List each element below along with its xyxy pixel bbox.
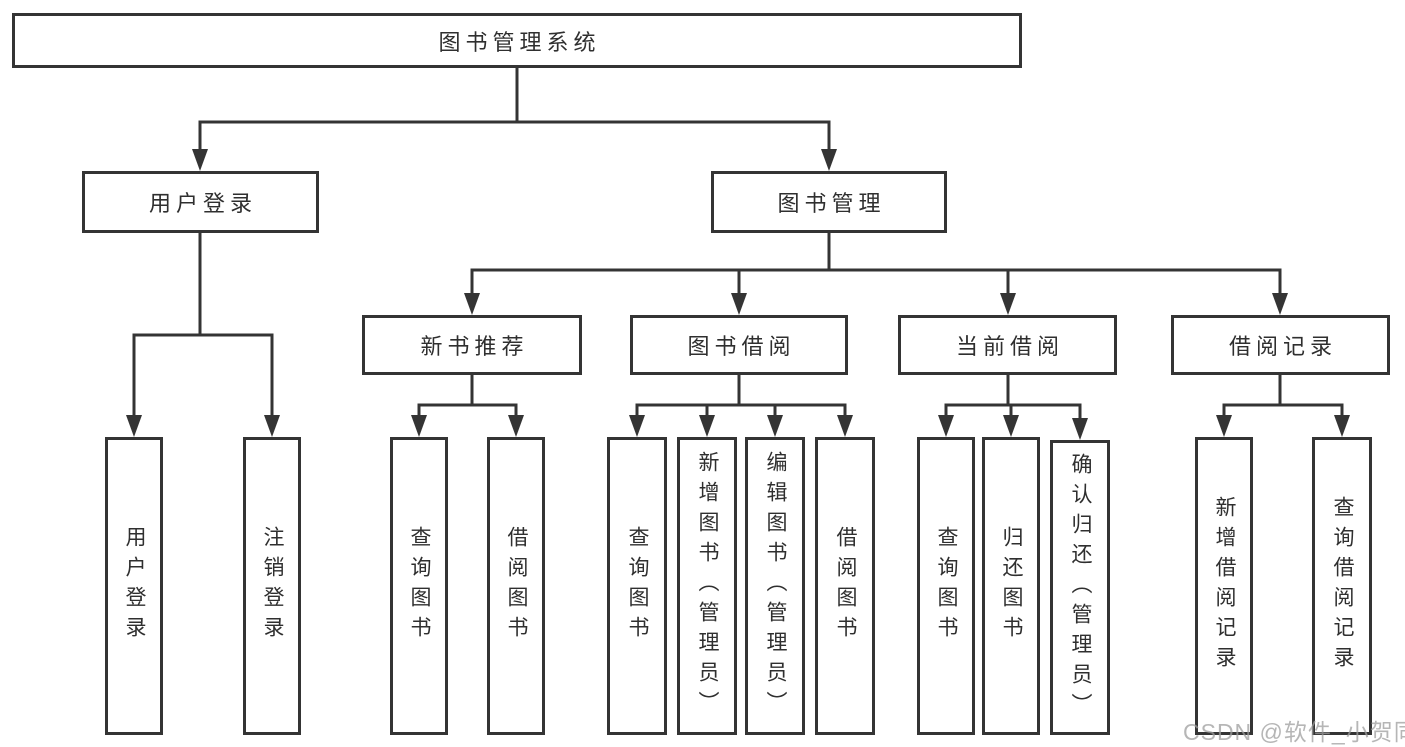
- leaf-return-books-label: 归还图书: [1000, 526, 1023, 646]
- connector-recommend-branch: [411, 375, 524, 437]
- connector-borrow-branch: [629, 375, 853, 437]
- leaf-query-borrow-record: 查询借阅记录: [1312, 437, 1372, 735]
- node-root-label: 图书管理系统: [438, 29, 601, 55]
- leaf-user-login-label: 用户登录: [123, 526, 146, 646]
- node-book-borrowing: 图书借阅: [630, 315, 848, 375]
- arrow-down-icon: [126, 415, 142, 437]
- connector-records-branch: [1216, 375, 1350, 437]
- leaf-confirm-return-admin: 确认归还（管理员）: [1050, 440, 1110, 735]
- arrow-down-icon: [629, 415, 645, 437]
- leaf-borrow-query-books: 查询图书: [607, 437, 667, 735]
- leaf-query-borrow-record-label: 查询借阅记录: [1331, 496, 1354, 676]
- node-borrowing-records: 借阅记录: [1171, 315, 1390, 375]
- arrow-down-icon: [837, 415, 853, 437]
- node-book-management: 图书管理: [711, 171, 947, 233]
- leaf-borrow-books-label: 借阅图书: [834, 526, 857, 646]
- connector-login-branch: [126, 233, 280, 437]
- csdn-watermark: CSDN @软件_小贺同学: [1183, 719, 1405, 745]
- leaf-recommend-query-books-label: 查询图书: [408, 526, 431, 646]
- node-user-login-label: 用户登录: [148, 191, 257, 216]
- leaf-recommend-query-books: 查询图书: [390, 437, 448, 735]
- leaf-add-books-admin-label: 新增图书（管理员）: [696, 451, 719, 721]
- arrow-down-icon: [411, 415, 427, 437]
- leaf-confirm-return-admin-label: 确认归还（管理员）: [1069, 452, 1092, 723]
- leaf-recommend-borrow-books-label: 借阅图书: [505, 526, 528, 646]
- leaf-recommend-borrow-books: 借阅图书: [487, 437, 545, 735]
- arrow-down-icon: [264, 415, 280, 437]
- arrow-down-icon: [464, 293, 480, 315]
- leaf-edit-books-admin: 编辑图书（管理员）: [745, 437, 805, 735]
- arrow-down-icon: [1272, 293, 1288, 315]
- node-book-borrowing-label: 图书借阅: [687, 334, 796, 359]
- arrow-down-icon: [508, 415, 524, 437]
- leaf-user-login: 用户登录: [105, 437, 163, 735]
- node-new-book-recommend: 新书推荐: [362, 315, 582, 375]
- arrow-down-icon: [1334, 415, 1350, 437]
- leaf-borrow-query-books-label: 查询图书: [626, 526, 649, 646]
- leaf-add-books-admin: 新增图书（管理员）: [677, 437, 737, 735]
- arrow-down-icon: [767, 415, 783, 437]
- node-current-borrowing-label: 当前借阅: [955, 334, 1064, 359]
- node-root: 图书管理系统: [12, 13, 1022, 68]
- node-borrowing-records-label: 借阅记录: [1228, 334, 1337, 359]
- leaf-current-query-books: 查询图书: [917, 437, 975, 735]
- arrow-down-icon: [1003, 415, 1019, 437]
- leaf-current-query-books-label: 查询图书: [935, 526, 958, 646]
- arrow-down-icon: [1000, 293, 1016, 315]
- arrow-down-icon: [731, 293, 747, 315]
- node-user-login: 用户登录: [82, 171, 319, 233]
- leaf-borrow-books: 借阅图书: [815, 437, 875, 735]
- leaf-logout-label: 注销登录: [261, 526, 284, 646]
- arrow-down-icon: [821, 149, 837, 171]
- leaf-add-borrow-record: 新增借阅记录: [1195, 437, 1253, 735]
- leaf-edit-books-admin-label: 编辑图书（管理员）: [764, 451, 787, 721]
- arrow-down-icon: [938, 415, 954, 437]
- leaf-logout: 注销登录: [243, 437, 301, 735]
- node-new-book-recommend-label: 新书推荐: [420, 334, 529, 359]
- connector-root-to-level2: [192, 68, 837, 171]
- connector-manage-to-level3: [464, 233, 1288, 315]
- arrow-down-icon: [699, 415, 715, 437]
- node-current-borrowing: 当前借阅: [898, 315, 1117, 375]
- arrow-down-icon: [1072, 418, 1088, 440]
- connector-current-branch: [938, 375, 1088, 440]
- node-book-management-label: 图书管理: [777, 191, 886, 216]
- leaf-add-borrow-record-label: 新增借阅记录: [1213, 496, 1236, 676]
- leaf-return-books: 归还图书: [982, 437, 1040, 735]
- arrow-down-icon: [1216, 415, 1232, 437]
- arrow-down-icon: [192, 149, 208, 171]
